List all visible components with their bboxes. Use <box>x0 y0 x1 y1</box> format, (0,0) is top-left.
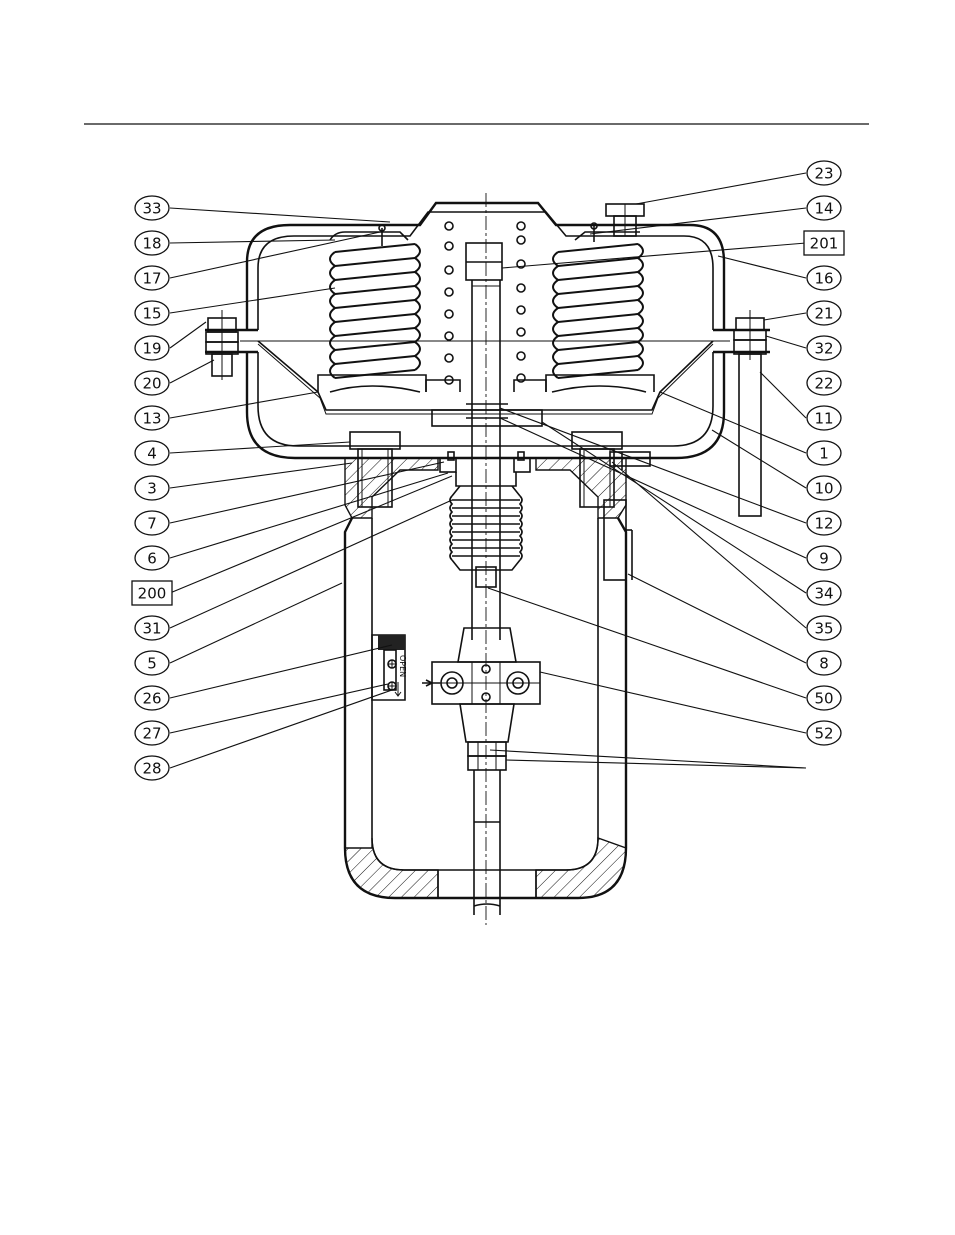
callout-number: 32 <box>814 340 833 358</box>
callout-18: 18 <box>135 231 169 255</box>
callout-19: 19 <box>135 336 169 360</box>
callout-number: 201 <box>810 235 839 253</box>
callout-number: 14 <box>814 200 833 218</box>
callout-number: 21 <box>814 305 833 323</box>
callout-number: 8 <box>819 655 829 673</box>
callout-number: 50 <box>814 690 833 708</box>
callout-number: 4 <box>147 445 157 463</box>
callout-15: 15 <box>135 301 169 325</box>
callout-23: 23 <box>807 161 841 185</box>
indicator-open-label: OPEN <box>398 655 407 677</box>
callout-5: 5 <box>135 651 169 675</box>
actuator-stem <box>432 243 542 915</box>
callout-number: 200 <box>138 585 167 603</box>
callout-number: 11 <box>814 410 833 428</box>
callout-33: 33 <box>135 196 169 220</box>
callout-201: 201 <box>804 231 844 255</box>
outer-spring-right <box>553 244 643 378</box>
callout-number: 16 <box>814 270 833 288</box>
flange-bolt-right <box>734 310 766 516</box>
callout-22: 22 <box>807 371 841 395</box>
callout-11: 11 <box>807 406 841 430</box>
callout-28: 28 <box>135 756 169 780</box>
callout-number: 35 <box>814 620 833 638</box>
callout-number: 7 <box>147 515 157 533</box>
callout-31: 31 <box>135 616 169 640</box>
callout-200: 200 <box>132 581 172 605</box>
callout-number: 6 <box>147 550 157 568</box>
callout-4: 4 <box>135 441 169 465</box>
callout-number: 33 <box>142 200 161 218</box>
callout-number: 22 <box>814 375 833 393</box>
callout-50: 50 <box>807 686 841 710</box>
callout-number: 28 <box>142 760 161 778</box>
callouts-right-column: 23142011621322211110129343585052 <box>804 161 844 745</box>
stem-lock-nuts <box>468 742 506 770</box>
callout-14: 14 <box>807 196 841 220</box>
flange-bolt-left <box>206 310 238 380</box>
callout-number: 23 <box>814 165 833 183</box>
callout-1: 1 <box>807 441 841 465</box>
callout-number: 18 <box>142 235 161 253</box>
callout-number: 27 <box>142 725 161 743</box>
callout-32: 32 <box>807 336 841 360</box>
callout-16: 16 <box>807 266 841 290</box>
callout-20: 20 <box>135 371 169 395</box>
stem-seal-bellows <box>440 452 530 570</box>
callout-10: 10 <box>807 476 841 500</box>
callout-number: 20 <box>142 375 161 393</box>
callout-35: 35 <box>807 616 841 640</box>
callout-number: 15 <box>142 305 161 323</box>
callout-8: 8 <box>807 651 841 675</box>
callout-21: 21 <box>807 301 841 325</box>
callout-12: 12 <box>807 511 841 535</box>
callout-number: 10 <box>814 480 833 498</box>
callout-27: 27 <box>135 721 169 745</box>
callout-number: 1 <box>819 445 829 463</box>
callout-3: 3 <box>135 476 169 500</box>
callout-9: 9 <box>807 546 841 570</box>
callout-number: 19 <box>142 340 161 358</box>
callout-number: 17 <box>142 270 161 288</box>
callout-13: 13 <box>135 406 169 430</box>
callout-6: 6 <box>135 546 169 570</box>
callout-number: 13 <box>142 410 161 428</box>
callout-34: 34 <box>807 581 841 605</box>
callout-number: 9 <box>819 550 829 568</box>
callout-number: 34 <box>814 585 833 603</box>
callout-number: 5 <box>147 655 157 673</box>
callout-17: 17 <box>135 266 169 290</box>
callout-number: 31 <box>142 620 161 638</box>
inner-spring <box>445 222 525 384</box>
travel-indicator-plate: OPEN <box>372 635 407 700</box>
callouts-left-column: 33 18 17 15 19 20 13 4 3 7 6 200 31 5 26 27 28 <box>132 196 172 780</box>
outer-spring-left <box>330 244 420 378</box>
callout-26: 26 <box>135 686 169 710</box>
callout-7: 7 <box>135 511 169 535</box>
callout-number: 52 <box>814 725 833 743</box>
callout-number: 3 <box>147 480 157 498</box>
callout-number: 26 <box>142 690 161 708</box>
callout-52: 52 <box>807 721 841 745</box>
callout-number: 12 <box>814 515 833 533</box>
stem-connector <box>422 628 540 742</box>
